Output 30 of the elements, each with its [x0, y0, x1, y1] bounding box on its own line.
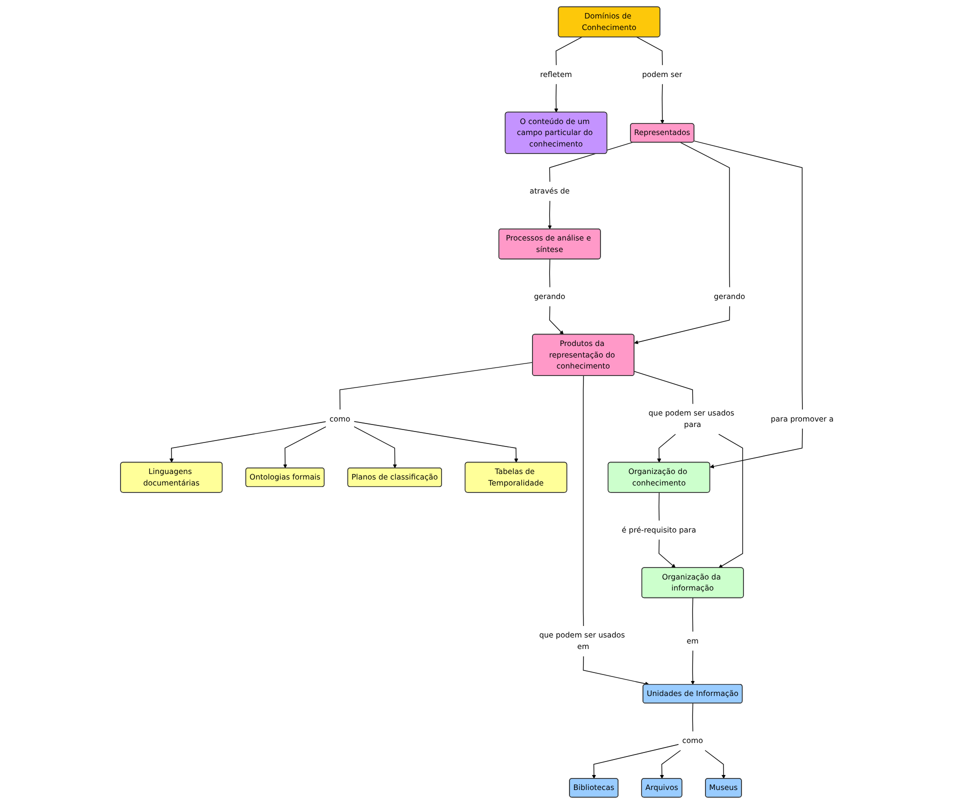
arrow [353, 426, 396, 468]
arrow [709, 428, 802, 468]
arrow [353, 421, 518, 463]
connector [692, 598, 693, 632]
arrow [718, 434, 743, 568]
arrow [591, 744, 679, 779]
arrow [658, 539, 676, 568]
arrow [282, 426, 326, 468]
arrow [548, 306, 564, 335]
arrow [547, 200, 552, 230]
connector [658, 492, 660, 522]
connector [548, 142, 632, 182]
connector [693, 140, 802, 410]
arrow [554, 84, 558, 113]
arrow [634, 306, 730, 344]
connector [636, 36, 662, 66]
connector [555, 36, 582, 66]
arrow [656, 434, 676, 463]
connector [692, 703, 693, 732]
arrow [659, 750, 680, 779]
connector [680, 142, 730, 288]
connector [338, 362, 533, 410]
connector [548, 258, 550, 288]
arrow [704, 750, 726, 779]
arrow [169, 421, 326, 463]
connector [582, 376, 584, 627]
arrow [582, 656, 649, 686]
connector [633, 371, 693, 404]
arrow [660, 84, 664, 124]
arrow [690, 650, 694, 685]
